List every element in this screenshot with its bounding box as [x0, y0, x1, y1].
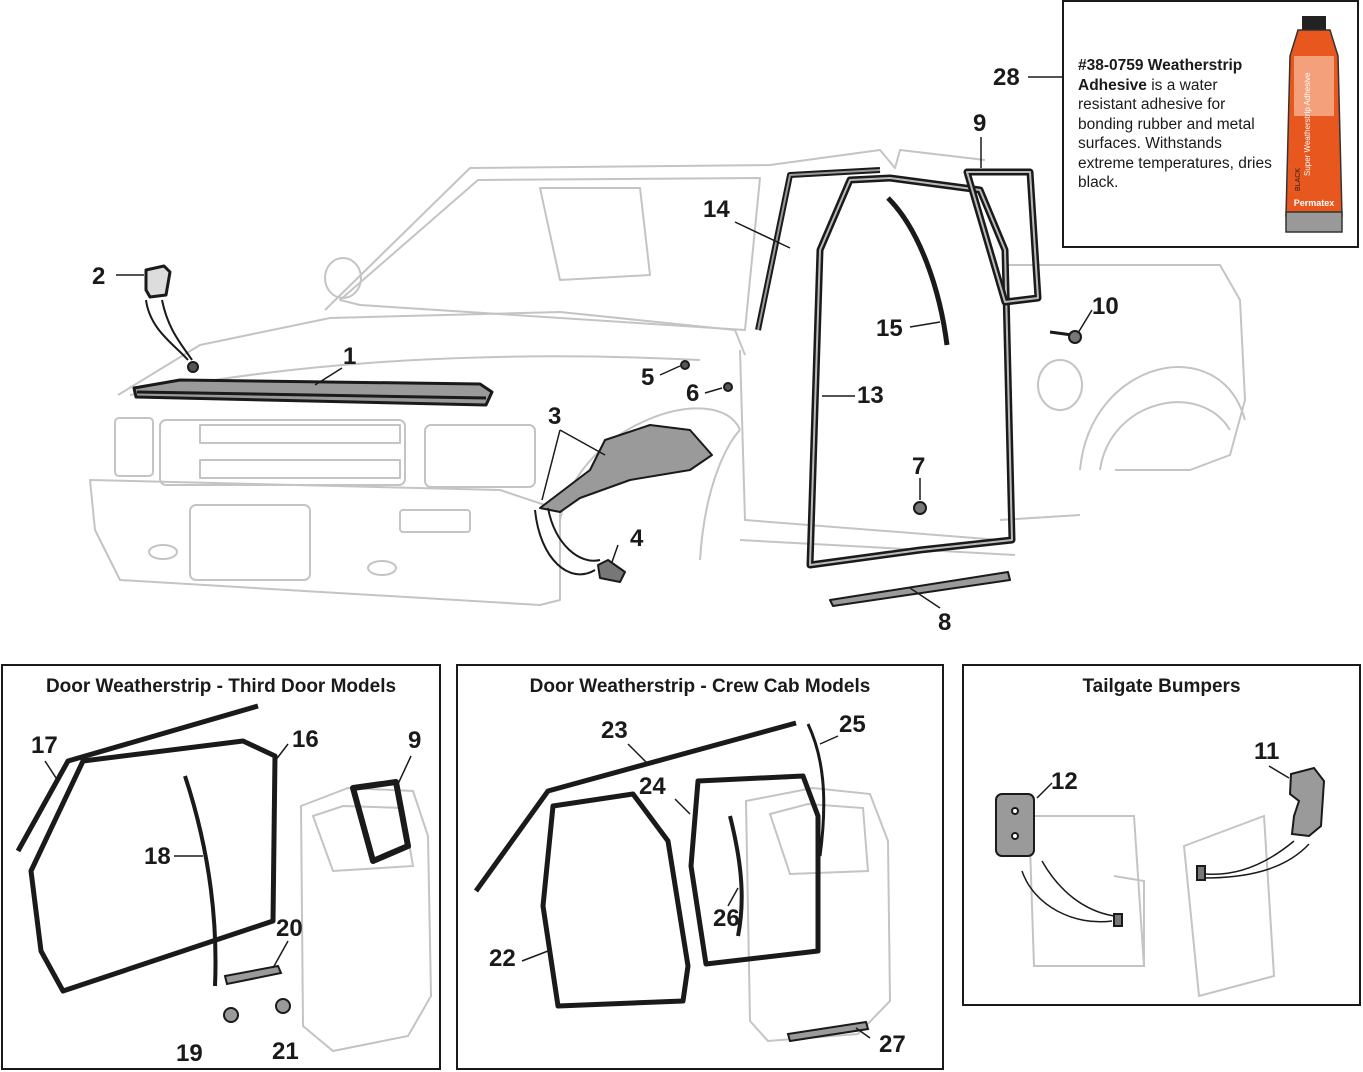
tailgate-diagram	[995, 765, 1326, 998]
panel-crew-cab-title: Door Weatherstrip - Crew Cab Models	[529, 676, 871, 697]
crew-cab-diagram	[473, 720, 892, 1043]
callout-13: 13	[857, 382, 884, 409]
callout-12: 12	[1051, 768, 1078, 795]
callout-10: 10	[1092, 293, 1119, 320]
callout-4: 4	[630, 525, 644, 552]
tube-label-text: Super Weatherstrip Adhesive	[1303, 72, 1312, 176]
callout-23: 23	[601, 717, 628, 744]
panel-crew-cab: Door Weatherstrip - Crew Cab Models 23 2…	[456, 664, 944, 1070]
callout-22: 22	[489, 945, 516, 972]
adhesive-description: #38-0759 Weatherstrip Adhesive is a wate…	[1078, 56, 1278, 193]
callout-6: 6	[686, 380, 700, 407]
callout-15: 15	[876, 315, 903, 342]
callout-19: 19	[176, 1040, 203, 1067]
callout-28: 28	[993, 64, 1020, 91]
callout-24: 24	[639, 773, 666, 800]
callout-7: 7	[912, 453, 926, 480]
callout-3: 3	[548, 403, 562, 430]
panel-tailgate: Tailgate Bumpers 12 11	[962, 664, 1361, 1006]
callout-17: 17	[31, 732, 58, 759]
callout-9-panel: 9	[408, 727, 422, 754]
callout-1: 1	[343, 343, 357, 370]
adhesive-info-box: #38-0759 Weatherstrip Adhesive is a wate…	[1062, 0, 1359, 248]
adhesive-tube-image: Permatex Super Weatherstrip Adhesive BLA…	[1285, 16, 1343, 233]
callout-14: 14	[703, 196, 730, 223]
callout-18: 18	[144, 843, 171, 870]
adhesive-body: is a water resistant adhesive for bondin…	[1078, 76, 1272, 192]
callout-9-main: 9	[973, 110, 987, 137]
callout-27: 27	[879, 1031, 906, 1058]
callout-16: 16	[292, 726, 319, 753]
panel-tailgate-title: Tailgate Bumpers	[1082, 676, 1241, 697]
callout-5: 5	[641, 364, 655, 391]
callout-20: 20	[276, 915, 303, 942]
third-door-diagram	[15, 703, 433, 1053]
panel-third-door: Door Weatherstrip - Third Door Models 17…	[1, 664, 441, 1070]
callout-21: 21	[272, 1038, 299, 1065]
adhesive-title: #38-0759 Weatherstrip Adhesive	[1078, 57, 1243, 94]
tube-brand-text: Permatex	[1294, 198, 1335, 208]
callout-11: 11	[1254, 738, 1280, 765]
callout-8: 8	[938, 609, 952, 636]
panel-third-door-title: Door Weatherstrip - Third Door Models	[45, 676, 397, 697]
tube-color-text: BLACK	[1295, 168, 1302, 191]
callout-2: 2	[92, 263, 106, 290]
callout-25: 25	[839, 711, 866, 738]
callout-26: 26	[713, 905, 740, 932]
